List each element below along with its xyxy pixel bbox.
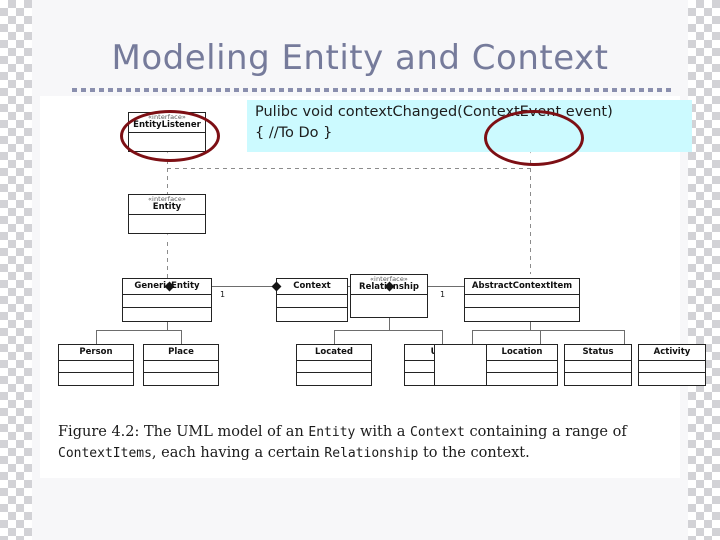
uml-node-header: «interface» Entity xyxy=(129,195,205,215)
uml-node-activity[interactable]: Activity xyxy=(638,344,706,386)
class-name-label: Entity xyxy=(152,201,182,212)
uml-node-members xyxy=(129,133,205,147)
uml-node-members xyxy=(129,215,205,229)
gen-bus-relationship xyxy=(334,330,442,331)
caption-suffix: to the context. xyxy=(418,444,530,461)
figure-panel: 1 1 1 1 1 1 xyxy=(40,96,706,478)
uml-node-attributes xyxy=(123,295,211,308)
uml-node-located[interactable]: Located xyxy=(296,344,372,386)
class-name-label: Located xyxy=(315,347,353,357)
gen-bus-abstractcontextitem xyxy=(472,330,624,331)
gen-drop-person xyxy=(96,330,97,344)
uml-node-header: Status xyxy=(565,345,631,361)
uml-node-operations xyxy=(487,373,557,385)
realization-entity-to-entitylistener xyxy=(167,152,168,202)
uml-node-operations xyxy=(565,373,631,385)
figure-caption: Figure 4.2: The UML model of an Entity w… xyxy=(58,422,666,463)
uml-node-attributes xyxy=(639,361,705,373)
uml-node-entity[interactable]: «interface» Entity xyxy=(128,194,206,234)
uml-node-operations xyxy=(59,373,133,385)
uml-node-status[interactable]: Status xyxy=(564,344,632,386)
uml-node-members xyxy=(351,295,427,311)
uml-node-location-box[interactable]: Location xyxy=(486,344,558,386)
uml-node-header: Person xyxy=(59,345,133,361)
multiplicity-abstractcontextitem-left: 1 xyxy=(440,290,446,299)
transparency-checker-left xyxy=(0,0,32,540)
realization-abstractcontextitem-to-contextitem xyxy=(530,152,531,274)
uml-node-context[interactable]: Context xyxy=(276,278,348,322)
uml-diagram: 1 1 1 1 1 1 xyxy=(40,96,706,416)
stereotype-label: «interface» xyxy=(147,195,187,203)
multiplicity-context-left: 1 xyxy=(220,290,226,299)
realization-arrow-entity xyxy=(163,228,171,240)
realization-arrow-contextitem xyxy=(526,146,534,158)
uml-node-operations xyxy=(144,373,218,385)
gen-stem-relationship xyxy=(389,316,390,330)
caption-term-entity: Entity xyxy=(308,425,356,440)
uml-node-header: «interface» EntityListener xyxy=(129,113,205,133)
uml-node-operations xyxy=(277,308,347,321)
class-name-label: Activity xyxy=(653,347,691,357)
class-name-label: Status xyxy=(582,347,614,357)
uml-node-header: Located xyxy=(297,345,371,361)
uml-node-attributes xyxy=(565,361,631,373)
gen-stem-abstractcontextitem xyxy=(530,316,531,330)
uml-node-operations xyxy=(123,308,211,321)
gen-drop-located xyxy=(334,330,335,344)
class-name-label: Place xyxy=(168,347,194,357)
class-name-label: EntityListener xyxy=(133,119,201,130)
gen-stem-genericentity xyxy=(167,316,168,330)
class-name-label: Context xyxy=(293,281,331,291)
title-underline-rule xyxy=(72,88,672,92)
uml-node-header: Context xyxy=(277,279,347,295)
realization-genericentity-to-entity xyxy=(167,234,168,278)
uml-node-attributes xyxy=(277,295,347,308)
code-annotation-text: Pulibc void contextChanged(ContextEvent … xyxy=(255,102,695,145)
uml-node-operations xyxy=(297,373,371,385)
caption-mid-3: , each having a certain xyxy=(151,444,325,461)
class-name-label: AbstractContextItem xyxy=(471,281,573,291)
uml-node-place[interactable]: Place xyxy=(143,344,219,386)
uml-node-abstractcontextitem[interactable]: AbstractContextItem xyxy=(464,278,580,322)
caption-mid-2: containing a range of xyxy=(464,424,627,440)
gen-drop-activity xyxy=(624,330,625,344)
caption-term-relationship: Relationship xyxy=(324,445,419,461)
gen-drop-status xyxy=(540,330,541,344)
code-line-2: { //To Do } xyxy=(255,125,333,142)
code-highlight-band xyxy=(247,100,692,152)
uml-node-attributes xyxy=(59,361,133,373)
page-title: Modeling Entity and Context xyxy=(111,38,609,78)
stereotype-label: «interface» xyxy=(147,113,187,121)
stereotype-label: «interface» xyxy=(369,275,409,283)
gen-drop-place xyxy=(181,330,182,344)
uml-node-attributes xyxy=(487,361,557,373)
realization-arrow-entitylistener xyxy=(163,146,171,158)
uml-node-operations xyxy=(639,373,705,385)
class-name-label: Location xyxy=(501,347,543,357)
caption-mid-1: with a xyxy=(355,424,411,440)
uml-node-entitylistener[interactable]: «interface» EntityListener xyxy=(128,112,206,152)
uml-node-header: Location xyxy=(487,345,557,361)
uml-node-operations xyxy=(465,308,579,321)
class-name-label: Person xyxy=(79,347,113,357)
caption-prefix: Figure 4.2: The UML model of an xyxy=(58,424,309,440)
slide-canvas: Modeling Entity and Context 1 xyxy=(32,0,706,540)
caption-term-context: Context xyxy=(410,425,465,440)
uml-node-attributes xyxy=(144,361,218,373)
gen-drop-uses xyxy=(442,330,443,344)
gen-bus-genericentity xyxy=(96,330,181,331)
gen-drop-location xyxy=(472,330,473,344)
uml-node-header: Place xyxy=(144,345,218,361)
code-line-1: Pulibc void contextChanged(ContextEvent … xyxy=(255,104,613,120)
uml-node-header: Activity xyxy=(639,345,705,361)
uml-node-attributes xyxy=(465,295,579,308)
transparency-checker-right xyxy=(688,0,720,540)
uml-node-header: AbstractContextItem xyxy=(465,279,579,295)
realization-link-horizontal xyxy=(167,168,530,169)
uml-node-attributes xyxy=(297,361,371,373)
association-relationship-abstractcontextitem xyxy=(389,286,493,287)
caption-term-contextitems: ContextItems xyxy=(58,445,152,461)
association-genericentity-context xyxy=(169,286,274,287)
uml-node-person[interactable]: Person xyxy=(58,344,134,386)
